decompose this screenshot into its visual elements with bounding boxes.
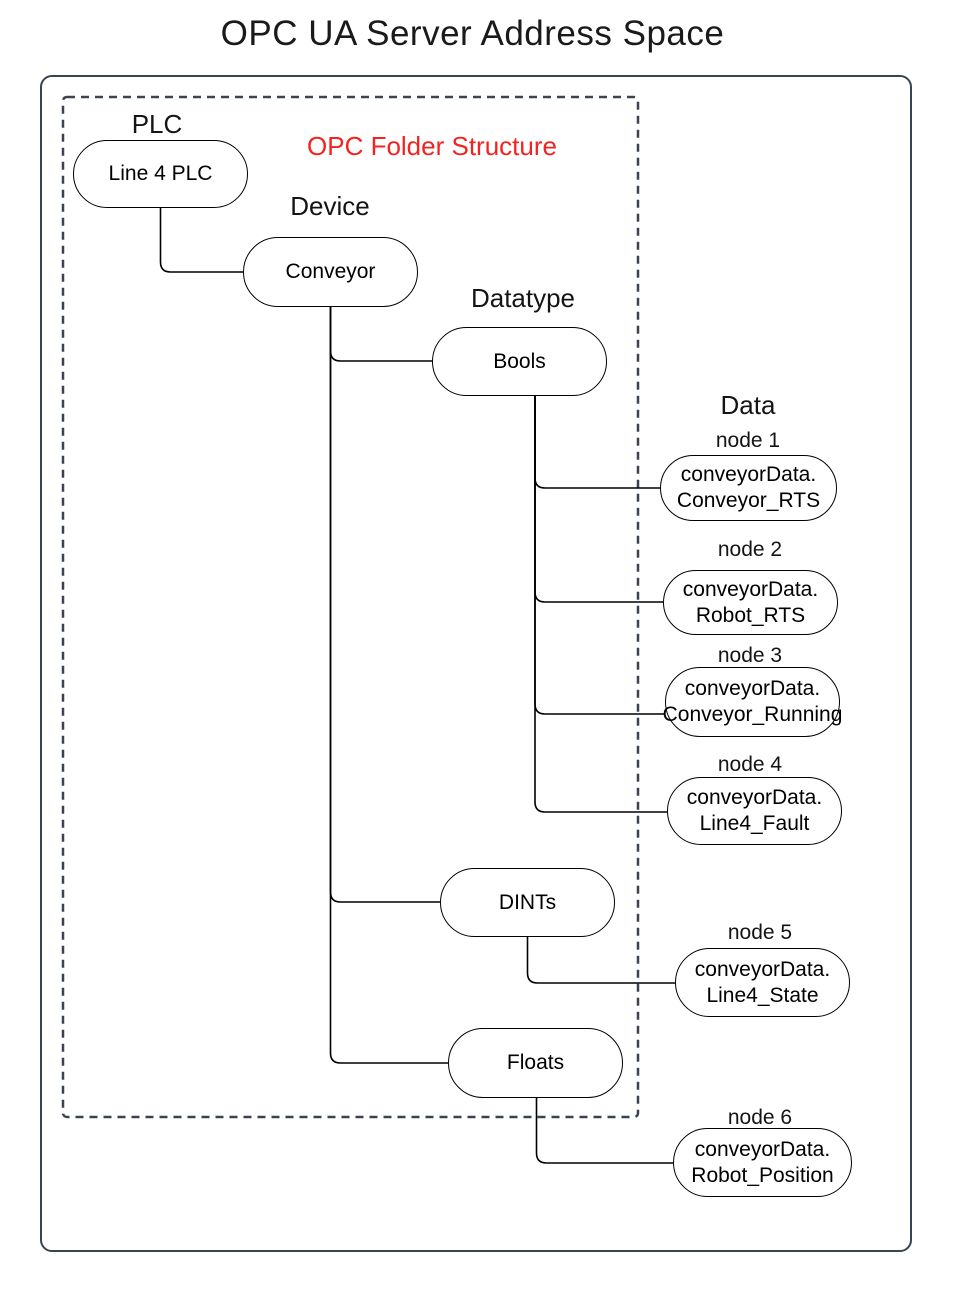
data-node-5-line2: Line4_State: [706, 983, 819, 1007]
data-node-6: conveyorData. Robot_Position: [673, 1128, 852, 1197]
data-node-4-line1: conveyorData.: [686, 786, 823, 809]
data-node-3: conveyorData. Conveyor_Running: [662, 667, 843, 737]
level-label-datatype: Datatype: [470, 283, 576, 313]
level-label-device: Device: [290, 191, 370, 221]
data-node-2: conveyorData. Robot_RTS: [663, 570, 838, 635]
node-dints-label: DINTs: [498, 890, 557, 914]
level-label-data: Data: [720, 390, 776, 420]
data-node-1: conveyorData. Conveyor_RTS: [660, 455, 837, 521]
data-node-3-caption: node 3: [717, 644, 783, 667]
data-node-3-line2: Conveyor_Running: [662, 703, 843, 726]
data-node-1-line2: Conveyor_RTS: [676, 489, 821, 512]
data-node-3-line1: conveyorData.: [684, 677, 821, 700]
node-floats-label: Floats: [506, 1051, 565, 1074]
node-dints: DINTs: [440, 868, 615, 937]
data-node-6-line1: conveyorData.: [694, 1137, 831, 1161]
node-line4-plc: Line 4 PLC: [73, 140, 248, 208]
data-node-5: conveyorData. Line4_State: [675, 948, 850, 1017]
data-node-4-line2: Line4_Fault: [699, 812, 810, 835]
data-node-5-caption: node 5: [727, 921, 793, 944]
data-node-4: conveyorData. Line4_Fault: [667, 777, 842, 845]
address-space-frame: [40, 75, 912, 1252]
node-line4-plc-label: Line 4 PLC: [108, 162, 213, 185]
folder-structure-label: OPC Folder Structure: [307, 131, 557, 161]
data-node-1-line1: conveyorData.: [680, 463, 817, 486]
page-title: OPC UA Server Address Space: [220, 14, 725, 53]
node-conveyor-label: Conveyor: [285, 260, 376, 283]
node-floats: Floats: [448, 1028, 623, 1098]
node-conveyor: Conveyor: [243, 237, 418, 307]
node-bools: Bools: [432, 327, 607, 396]
node-bools-label: Bools: [493, 349, 546, 373]
data-node-6-line2: Robot_Position: [691, 1163, 834, 1187]
data-node-1-caption: node 1: [715, 429, 781, 452]
level-label-plc: PLC: [131, 109, 183, 139]
data-node-4-caption: node 4: [717, 753, 783, 776]
data-node-2-line1: conveyorData.: [682, 577, 819, 601]
data-node-2-line2: Robot_RTS: [695, 603, 806, 627]
data-node-5-line1: conveyorData.: [694, 957, 831, 981]
data-node-2-caption: node 2: [717, 538, 783, 561]
data-node-6-caption: node 6: [727, 1106, 793, 1129]
